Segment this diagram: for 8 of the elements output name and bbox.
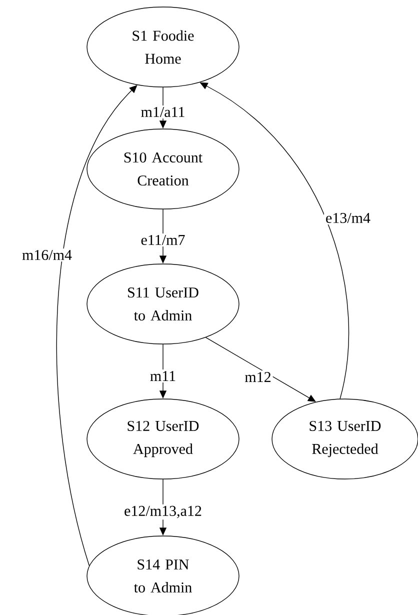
edge-label: m11 <box>148 370 178 382</box>
edge-label: m12 <box>243 370 273 384</box>
edge-label: m1/a11 <box>139 105 187 119</box>
edge-label: e12/m13,a12 <box>122 504 204 520</box>
edge-label: m16/m4 <box>20 248 74 262</box>
arrow <box>56 85 138 566</box>
edge-label: e13/m4 <box>324 211 372 225</box>
edge-label: e11/m7 <box>139 233 187 247</box>
